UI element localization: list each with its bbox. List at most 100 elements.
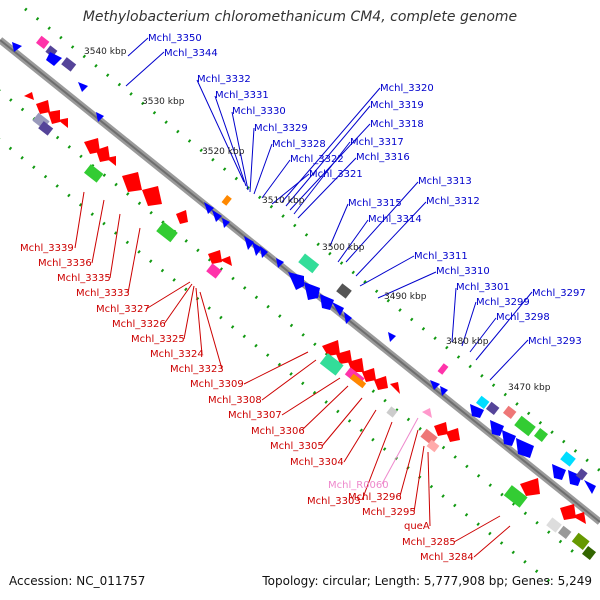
- gene-label[interactable]: Mchl_3336: [38, 258, 92, 269]
- gene-label[interactable]: Mchl_3322: [290, 154, 344, 165]
- gene-label[interactable]: Mchl_3321: [309, 169, 363, 180]
- gene-feature: [560, 504, 576, 520]
- gene-label[interactable]: Mchl_3303: [307, 496, 361, 507]
- gene-label[interactable]: Mchl_3306: [251, 426, 305, 437]
- leader-line: [451, 287, 457, 343]
- map-title: Methylobacterium chloromethanicum CM4, c…: [82, 9, 518, 25]
- gene-feature: [336, 283, 352, 299]
- gene-label[interactable]: Mchl_3331: [215, 90, 269, 101]
- gene-label[interactable]: Mchl_3332: [197, 74, 251, 85]
- label-leader-lines: [74, 37, 533, 558]
- gene-label[interactable]: Mchl_3335: [57, 273, 111, 284]
- gene-feature: [212, 210, 222, 222]
- kbp-marker: 3540 kbp: [84, 47, 127, 57]
- forward-gene-labels: Mchl_3339 Mchl_3336 Mchl_3335 Mchl_3333 …: [20, 243, 474, 563]
- gene-label[interactable]: Mchl_3314: [368, 214, 422, 225]
- leader-line: [199, 291, 223, 370]
- gene-feature: [520, 478, 540, 496]
- gene-label[interactable]: Mchl_3312: [426, 196, 480, 207]
- gene-feature: [430, 380, 440, 390]
- gene-label[interactable]: Mchl_3285: [402, 537, 456, 548]
- gene-label[interactable]: Mchl_3323: [170, 364, 224, 375]
- gene-feature: [572, 512, 586, 524]
- gene-label[interactable]: Mchl_3298: [496, 312, 550, 323]
- gene-label[interactable]: Mchl_R0060: [328, 480, 389, 491]
- gene-label[interactable]: Mchl_3296: [348, 492, 402, 503]
- gene-label[interactable]: Mchl_3320: [380, 83, 434, 94]
- gene-feature: [390, 382, 400, 394]
- leader-line: [249, 127, 255, 193]
- gene-label[interactable]: Mchl_3325: [131, 334, 185, 345]
- gene-label[interactable]: Mchl_3284: [420, 552, 474, 563]
- gene-label[interactable]: queA: [404, 521, 430, 532]
- gene-label[interactable]: Mchl_3309: [190, 379, 244, 390]
- gene-label[interactable]: Mchl_3328: [272, 139, 326, 150]
- gene-label[interactable]: Mchl_3315: [348, 198, 402, 209]
- gene-label[interactable]: Mchl_3307: [228, 410, 282, 421]
- gene-feature: [503, 485, 528, 508]
- gene-feature: [533, 427, 549, 443]
- gene-feature: [142, 186, 162, 206]
- leader-line: [243, 351, 309, 385]
- gene-label[interactable]: Mchl_3310: [436, 266, 490, 277]
- gene-feature: [35, 35, 50, 50]
- leader-line: [74, 191, 85, 249]
- kbp-marker: 3520 kbp: [202, 147, 245, 157]
- gene-label[interactable]: Mchl_3324: [150, 349, 204, 360]
- gene-feature: [36, 100, 50, 114]
- leader-line: [281, 87, 381, 203]
- gene-label[interactable]: Mchl_3329: [254, 123, 308, 134]
- gene-label[interactable]: Mchl_3311: [414, 251, 468, 262]
- kbp-marker: 3510 kbp: [262, 196, 305, 206]
- gene-label[interactable]: Mchl_3318: [370, 119, 424, 130]
- gene-label[interactable]: Mchl_3330: [232, 106, 286, 117]
- leader-line: [145, 281, 191, 310]
- gene-feature: [260, 246, 268, 258]
- gene-feature: [252, 242, 262, 256]
- gene-label[interactable]: Mchl_3319: [370, 100, 424, 111]
- leader-line: [427, 451, 431, 527]
- reverse-gene-labels: Mchl_3350 Mchl_3344 Mchl_3332 Mchl_3331 …: [148, 33, 586, 347]
- gene-label[interactable]: Mchl_3327: [96, 304, 150, 315]
- gene-feature: [206, 263, 222, 279]
- leader-line: [381, 417, 419, 485]
- gene-feature: [514, 415, 536, 437]
- gene-feature: [288, 272, 304, 290]
- gene-label[interactable]: Mchl_3299: [476, 297, 530, 308]
- gene-label[interactable]: Mchl_3304: [290, 457, 344, 468]
- gene-label[interactable]: Mchl_3333: [76, 288, 130, 299]
- gene-feature: [440, 386, 448, 396]
- gene-feature: [244, 236, 254, 250]
- leader-line: [343, 409, 377, 463]
- gene-feature: [584, 480, 596, 494]
- leader-line: [355, 201, 427, 277]
- gene-feature: [78, 82, 88, 92]
- gene-label[interactable]: Mchl_3295: [362, 507, 416, 518]
- gene-feature: [336, 350, 352, 364]
- gene-feature: [319, 353, 344, 376]
- gene-label[interactable]: Mchl_3344: [164, 48, 218, 59]
- leader-line: [285, 105, 371, 207]
- leader-line: [329, 203, 349, 247]
- gene-label[interactable]: Mchl_3339: [20, 243, 74, 254]
- gene-label[interactable]: Mchl_3350: [148, 33, 202, 44]
- gene-label[interactable]: Mchl_3305: [270, 441, 324, 452]
- gene-label[interactable]: Mchl_3316: [356, 152, 410, 163]
- gene-label[interactable]: Mchl_3317: [350, 137, 404, 148]
- leader-line: [127, 37, 149, 57]
- leader-line: [195, 287, 203, 355]
- gene-feature: [96, 112, 104, 122]
- gene-label[interactable]: Mchl_3301: [456, 282, 510, 293]
- kbp-marker: 3500 kbp: [322, 243, 365, 253]
- gene-label[interactable]: Mchl_3313: [418, 176, 472, 187]
- gene-label[interactable]: Mchl_3326: [112, 319, 166, 330]
- leader-line: [413, 445, 425, 513]
- gene-label[interactable]: Mchl_3297: [532, 288, 586, 299]
- gene-label[interactable]: Mchl_3308: [208, 395, 262, 406]
- leader-line: [253, 143, 273, 195]
- gene-label[interactable]: Mchl_3293: [528, 336, 582, 347]
- gene-feature: [516, 438, 534, 458]
- leader-line: [183, 285, 195, 340]
- gene-feature: [298, 253, 320, 274]
- gene-feature: [61, 57, 77, 72]
